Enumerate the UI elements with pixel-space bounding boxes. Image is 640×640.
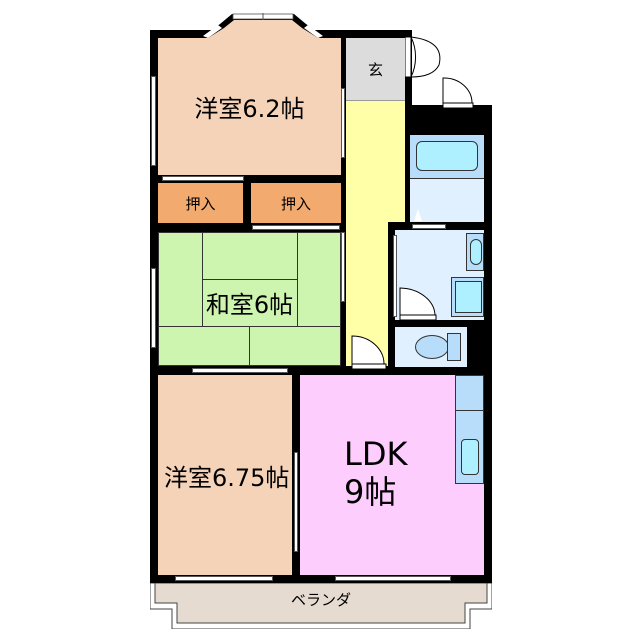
sink-basin-icon [470, 239, 482, 265]
kitchen-counter [455, 375, 484, 411]
room-label: 洋室6.2帖 [194, 95, 305, 123]
tatami-mat [249, 326, 341, 366]
ldk-label-line1: LDK [344, 435, 408, 473]
window-ldk-bottom [335, 576, 451, 581]
room-label-wrap: 和室6帖 [158, 272, 341, 332]
washroom-sliding-door[interactable] [393, 235, 397, 317]
sink-icon [466, 233, 484, 271]
wall-toilet-right [467, 320, 492, 375]
closet-1: 押入 [158, 183, 243, 223]
sliding-door-western2-ldk[interactable] [294, 452, 298, 552]
wall-corridor-right [388, 222, 395, 372]
closet-label: 押入 [185, 194, 216, 213]
sliding-door-japanese[interactable] [341, 232, 345, 302]
washroom [395, 230, 484, 321]
room-label: 洋室6.75帖 [164, 463, 290, 492]
room-label: 和室6帖 [205, 290, 294, 319]
room-western-6-75: 洋室6.75帖 [158, 375, 292, 575]
wall-closets-bottom [150, 223, 346, 232]
window-left-1 [151, 76, 156, 166]
closet-2: 押入 [251, 183, 341, 223]
bath-door[interactable] [412, 224, 446, 229]
window-western2-bottom [175, 576, 273, 581]
wall-japanese-right [341, 230, 346, 375]
closet-label: 押入 [280, 194, 311, 213]
washer-drum-icon [455, 281, 482, 313]
ldk-label: LDK 9帖 [344, 435, 407, 511]
wall-room1-closets [150, 175, 346, 183]
entrance-label: 玄 [367, 60, 383, 79]
wall-wash-bottom [388, 320, 492, 327]
kitchen-sink-counter [455, 410, 484, 484]
front-door[interactable] [404, 35, 445, 80]
toilet-tank-icon [447, 333, 461, 361]
entrance: 玄 [346, 38, 405, 100]
wall-entrance-right [405, 30, 412, 135]
toilet-bowl-icon [415, 335, 449, 359]
wall-closet-divider [243, 183, 251, 225]
storage-door[interactable] [440, 76, 476, 110]
bath-door-marker [414, 209, 422, 221]
ldk-door[interactable] [350, 334, 390, 370]
wall-bottom [150, 575, 492, 583]
room-ldk: LDK 9帖 [300, 375, 484, 575]
closet-door[interactable] [252, 225, 340, 230]
sliding-door-room1[interactable] [341, 88, 345, 158]
ldk-label-line2: 9帖 [344, 473, 397, 511]
wall-bath-top [405, 105, 492, 135]
balcony-label: ベランダ [290, 590, 351, 609]
tatami-mat [158, 326, 250, 366]
washroom-door[interactable] [399, 287, 439, 321]
window-closet-top [162, 176, 244, 181]
wall-corridor-right-upper [405, 100, 410, 230]
washing-machine-icon [451, 277, 484, 317]
toilet [395, 327, 467, 367]
balcony: ベランダ [149, 582, 493, 630]
room-western-6-2: 洋室6.2帖 [158, 38, 341, 175]
balcony-label-wrap: ベランダ [150, 587, 492, 611]
door-western2[interactable] [192, 368, 288, 373]
wall-japanese-bottom [150, 366, 492, 375]
kitchen-sink-icon [461, 439, 479, 475]
bathroom [410, 135, 484, 222]
window-left-japanese [151, 268, 156, 348]
bathtub-icon [416, 141, 478, 171]
room-japanese: 和室6帖 [158, 232, 341, 366]
bay-window [200, 10, 326, 38]
